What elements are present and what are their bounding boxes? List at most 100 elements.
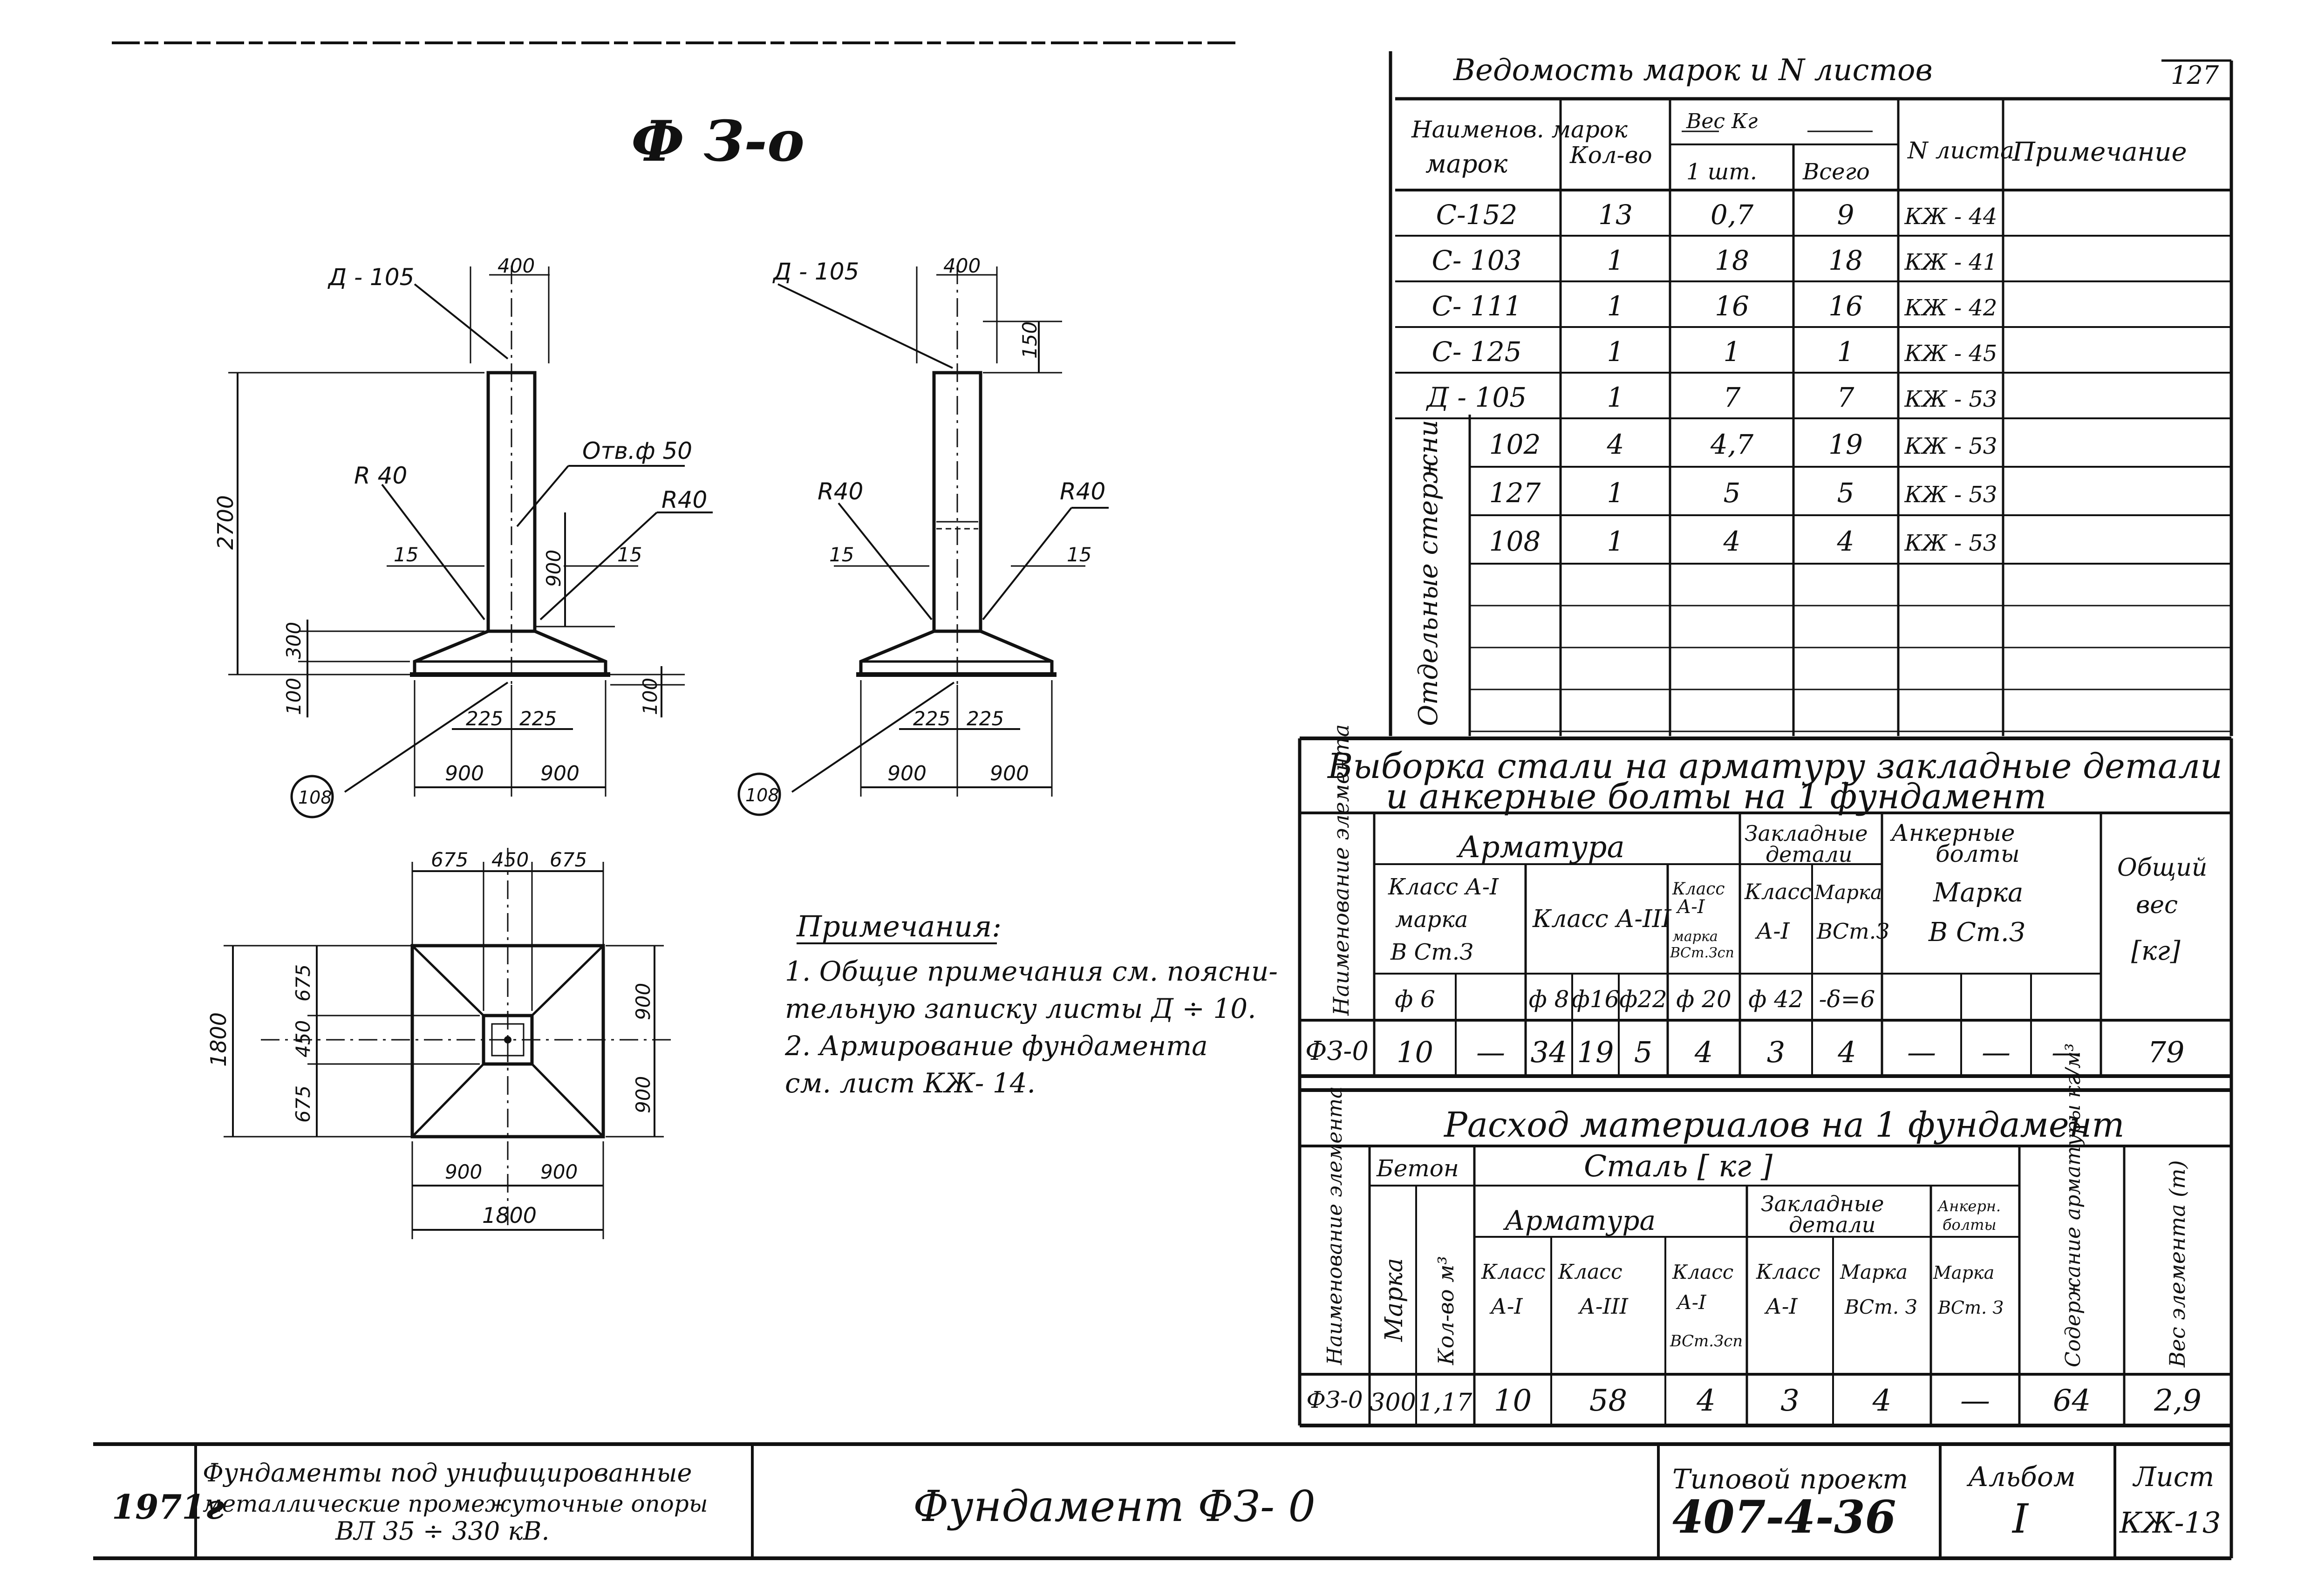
svg-text:ВСт. З: ВСт. З xyxy=(1844,1296,1917,1318)
notes: Примечания: 1. Общие примечания см. пояс… xyxy=(784,909,1278,1099)
svg-text:675: 675 xyxy=(550,848,587,871)
material-row-cell: 3 xyxy=(1780,1384,1800,1418)
svg-text:900: 900 xyxy=(540,1160,578,1183)
group-row-mark: 127 xyxy=(1489,477,1541,509)
steel-row-cell: — xyxy=(2052,1035,2080,1069)
svg-text:Марка: Марка xyxy=(1840,1261,1908,1283)
steel-row-cell: 4 xyxy=(1694,1035,1713,1069)
sheet-row-sheet: КЖ - 45 xyxy=(1904,341,1997,367)
svg-text:Арматура: Арматура xyxy=(1503,1205,1656,1236)
svg-text:болты: болты xyxy=(1936,840,2020,867)
plan-view-labels: 675 450 675 1800 675 450 675 900 900 900… xyxy=(206,848,654,1228)
title-block-text: 1971г Фундаменты под унифицированные мет… xyxy=(112,1458,2221,1546)
svg-text:300: 300 xyxy=(282,622,305,659)
svg-text:675: 675 xyxy=(292,964,314,1002)
svg-text:Вес элемента (т): Вес элемента (т) xyxy=(2165,1160,2190,1368)
sheet-list-table: Ведомость марок и N листов 127 xyxy=(1389,51,2233,736)
group-row-mark: 102 xyxy=(1489,429,1541,460)
plan-view xyxy=(224,848,675,1239)
sheet-row-sheet: КЖ - 44 xyxy=(1904,204,1997,230)
svg-text:150: 150 xyxy=(1018,321,1041,359)
title-project-no: 407-4-36 xyxy=(1672,1491,1896,1543)
svg-text:225: 225 xyxy=(913,707,950,730)
material-row-cell: 4 xyxy=(1872,1384,1892,1418)
svg-text:R40: R40 xyxy=(1060,478,1105,505)
steel-title-1: Выборка стали на арматуру закладные дета… xyxy=(1327,746,2222,786)
svg-text:108: 108 xyxy=(298,787,332,808)
svg-text:Анкерные: Анкерные xyxy=(1890,819,2015,846)
svg-text:900: 900 xyxy=(990,762,1029,785)
material-row-cell: 64 xyxy=(2053,1384,2091,1418)
svg-text:100: 100 xyxy=(639,678,661,715)
svg-text:15: 15 xyxy=(617,543,642,566)
steel-diam-cell: ф22 xyxy=(1619,986,1667,1013)
svg-text:Кол-во м³: Кол-во м³ xyxy=(1433,1256,1459,1365)
steel-row-cell: — xyxy=(1476,1035,1505,1069)
svg-text:225: 225 xyxy=(466,707,503,730)
steel-table-header: Наименование элемента Арматура Закладные… xyxy=(1329,724,2207,1016)
svg-text:900: 900 xyxy=(540,762,579,785)
svg-text:900: 900 xyxy=(632,1076,654,1113)
group-row-sheet: КЖ - 53 xyxy=(1904,433,1997,459)
steel-row-cell: 19 xyxy=(1577,1035,1614,1069)
svg-text:Примечание: Примечание xyxy=(2012,137,2187,167)
group-row-total: 4 xyxy=(1837,525,1854,557)
material-table: Расход материалов на 1 фундамент xyxy=(1300,1088,2231,1427)
title-project-label: Типовой проект xyxy=(1672,1463,1908,1495)
notes-line-1: 1. Общие примечания см. поясни- xyxy=(785,955,1278,987)
svg-text:900: 900 xyxy=(632,983,654,1020)
sheet-row-one: 7 xyxy=(1724,382,1741,413)
title-sheet-no: КЖ-13 xyxy=(2119,1506,2221,1540)
title-name: Фундамент ФЗ- 0 xyxy=(913,1481,1316,1531)
svg-text:Марка: Марка xyxy=(1380,1258,1408,1342)
steel-diam-cell: ф 8 xyxy=(1529,986,1569,1013)
svg-text:Д - 105: Д - 105 xyxy=(772,258,859,285)
sheet-row-sheet: КЖ - 42 xyxy=(1904,295,1997,321)
material-title: Расход материалов на 1 фундамент xyxy=(1443,1105,2125,1145)
svg-text:В Ст.З: В Ст.З xyxy=(1928,917,2025,948)
svg-text:Д - 105: Д - 105 xyxy=(327,264,414,291)
svg-text:Класс А-I: Класс А-I xyxy=(1388,874,1499,900)
svg-text:Закладные: Закладные xyxy=(1745,821,1868,846)
title-desc-1: Фундаменты под унифицированные xyxy=(203,1458,692,1487)
steel-row-cell: 79 xyxy=(2148,1035,2185,1069)
sheet-row-one: 18 xyxy=(1715,245,1749,276)
svg-text:100: 100 xyxy=(282,678,305,715)
svg-text:400: 400 xyxy=(498,254,535,277)
notes-heading: Примечания: xyxy=(796,909,1002,943)
svg-text:15: 15 xyxy=(1067,543,1091,566)
title-year: 1971г xyxy=(112,1487,224,1527)
steel-row-cell: 5 xyxy=(1634,1035,1652,1069)
svg-text:1800: 1800 xyxy=(206,1012,231,1067)
sheet-row-total: 18 xyxy=(1828,245,1863,276)
svg-text:900: 900 xyxy=(445,1160,482,1183)
sheet-row-mark: С- 111 xyxy=(1432,290,1521,322)
svg-text:225: 225 xyxy=(519,707,557,730)
material-row-cell: 58 xyxy=(1589,1384,1627,1418)
svg-text:Наименование элемента: Наименование элемента xyxy=(1329,724,1354,1016)
svg-text:15: 15 xyxy=(829,543,854,566)
steel-diam-cell: ф 6 xyxy=(1395,986,1435,1013)
material-row-cell: 4 xyxy=(1696,1384,1716,1418)
svg-text:Общий: Общий xyxy=(2117,854,2207,882)
sheet-row-total: 1 xyxy=(1837,336,1854,368)
material-table-header: Наименование элемента Бетон Марка Кол-во… xyxy=(1323,1043,2190,1368)
svg-text:Наименов. марок: Наименов. марок xyxy=(1411,116,1628,143)
steel-diam-cell: ф 42 xyxy=(1748,986,1804,1013)
sheet-row-sheet: КЖ - 53 xyxy=(1904,386,1997,412)
svg-text:Класс: Класс xyxy=(1672,880,1725,899)
svg-text:А-I: А-I xyxy=(1764,1294,1798,1319)
svg-text:Закладные: Закладные xyxy=(1761,1191,1884,1216)
svg-text:А-III: А-III xyxy=(1578,1294,1629,1319)
svg-text:15: 15 xyxy=(394,543,418,566)
svg-text:Содержание арматуры кг/м³: Содержание арматуры кг/м³ xyxy=(2061,1043,2085,1367)
sheet-row-one: 1 xyxy=(1724,336,1741,368)
svg-text:болты: болты xyxy=(1943,1216,1997,1234)
svg-text:Класс: Класс xyxy=(1744,879,1812,904)
notes-line-3: 2. Армирование фундамента xyxy=(784,1030,1208,1062)
svg-text:900: 900 xyxy=(445,762,484,785)
svg-text:детали: детали xyxy=(1766,842,1852,867)
sheet-row-total: 9 xyxy=(1837,199,1854,231)
sheet-list-title: Ведомость марок и N листов xyxy=(1453,53,1933,88)
